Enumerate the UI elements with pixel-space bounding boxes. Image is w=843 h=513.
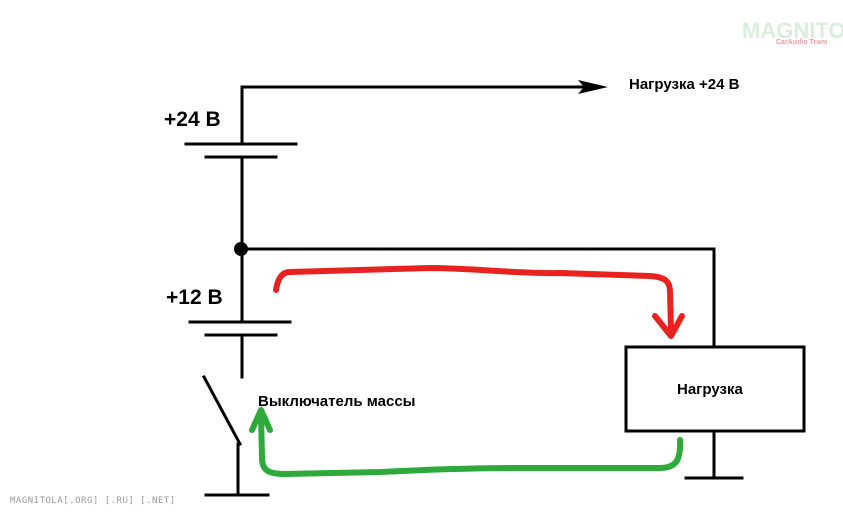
label-24v: +24 В	[164, 108, 221, 131]
current-return-path	[258, 411, 684, 477]
current-forward-arrowhead-icon	[652, 313, 685, 339]
current-forward-path	[273, 265, 674, 333]
junction-dot	[234, 242, 248, 256]
watermark-logo-sub: CarAudio Team	[776, 39, 828, 46]
arrowhead-icon	[578, 80, 608, 94]
watermark-logo-text: MAGNITOLA	[742, 18, 843, 43]
wires	[184, 85, 744, 497]
load-box-label: Нагрузка	[677, 381, 743, 398]
watermark-logo: MAGNITOLA CarAudio Team	[742, 18, 843, 48]
watermark-bottom-text: MAGNITOLA[.ORG] [.RU] [.NET]	[10, 496, 176, 506]
label-mass-switch: Выключатель массы	[258, 393, 416, 410]
load-box	[624, 345, 806, 433]
switch-blade	[201, 374, 243, 447]
current-return-arrowhead-icon	[249, 407, 273, 433]
label-load-24v: Нагрузка +24 В	[629, 76, 740, 93]
label-12v: +12 В	[166, 286, 223, 309]
